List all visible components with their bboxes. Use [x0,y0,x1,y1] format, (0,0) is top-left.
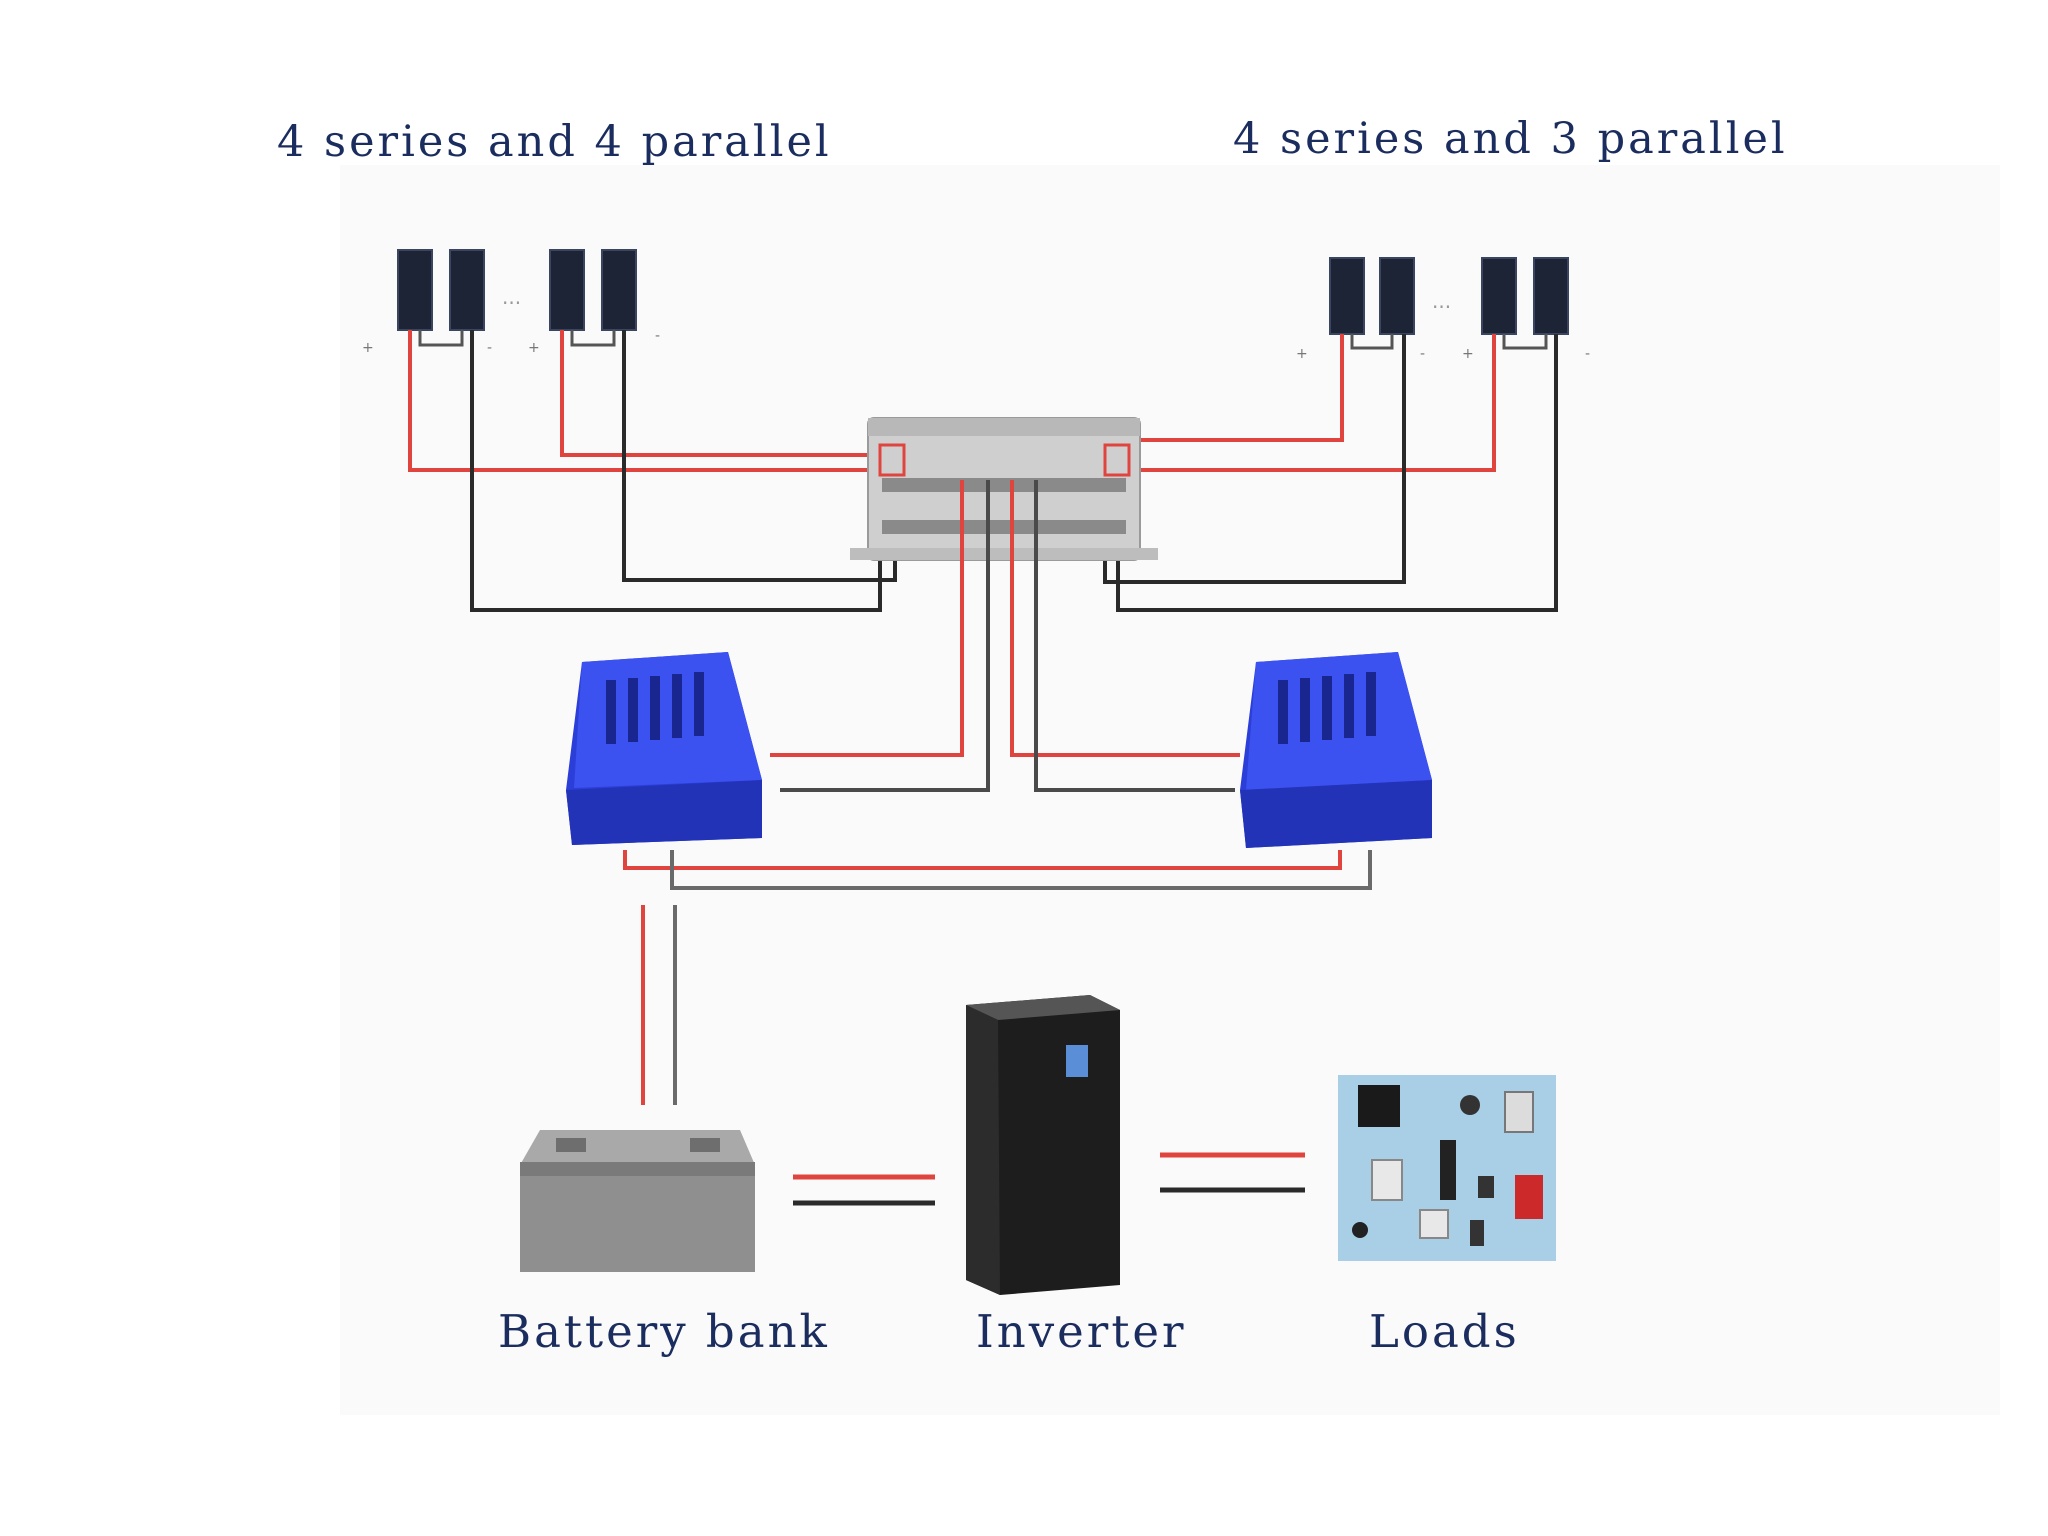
charge-controller-icon [1240,652,1432,848]
solar-panel-icon [601,249,637,331]
negative-wire [1034,480,1235,792]
positive-wire [1110,334,1496,472]
terminal-mark: + [1462,346,1474,362]
negative-wire [1116,334,1558,612]
inverter-loads-wiring [1160,1152,1305,1193]
series-jumper [1350,334,1394,350]
battery-bank-label: Battery bank [498,1305,830,1358]
positive-wire [623,850,1342,870]
series-jumper [418,330,464,347]
solar-panel-icon [549,249,585,331]
combiner-box-icon [850,417,1158,561]
terminal-mark: + [528,340,540,356]
battery-inverter-wiring [793,1174,935,1206]
loads-label: Loads [1369,1305,1520,1358]
terminal-mark: - [655,328,660,344]
combiner-output-wiring [770,480,1240,792]
negative-wire [470,330,882,612]
positive-wire [1010,480,1240,757]
solar-panel-icon [449,249,485,331]
negative-wire [670,850,1372,890]
loads-panel-icon [1338,1075,1556,1261]
terminal-mark: - [1585,346,1590,362]
solar-array-right: ··· + - + - [1296,257,1590,362]
ellipsis-icon: ··· [1432,295,1451,319]
inverter-label: Inverter [976,1305,1187,1358]
series-jumper [570,330,616,347]
terminal-mark: - [487,340,492,356]
terminal-mark: - [1420,346,1425,362]
terminal-mark: + [1296,346,1308,362]
charge-controller-icon [566,652,762,845]
solar-panel-icon [1533,257,1569,335]
solar-panel-icon [1329,257,1365,335]
left-array-title: 4 series and 4 parallel [277,117,832,167]
solar-panel-icon [1481,257,1517,335]
battery-icon [520,1130,755,1272]
series-jumper [1502,334,1548,350]
solar-panel-icon [397,249,433,331]
terminal-mark: + [362,340,374,356]
solar-panel-icon [1379,257,1415,335]
positive-wire [770,480,964,757]
negative-wire [780,480,990,792]
ellipsis-icon: ··· [502,291,521,315]
positive-wire [560,330,900,457]
solar-array-left: ··· + - + - [362,249,660,356]
inverter-icon [966,995,1120,1295]
controller-output-wiring [623,850,1372,1105]
right-array-title: 4 series and 3 parallel [1233,114,1788,164]
